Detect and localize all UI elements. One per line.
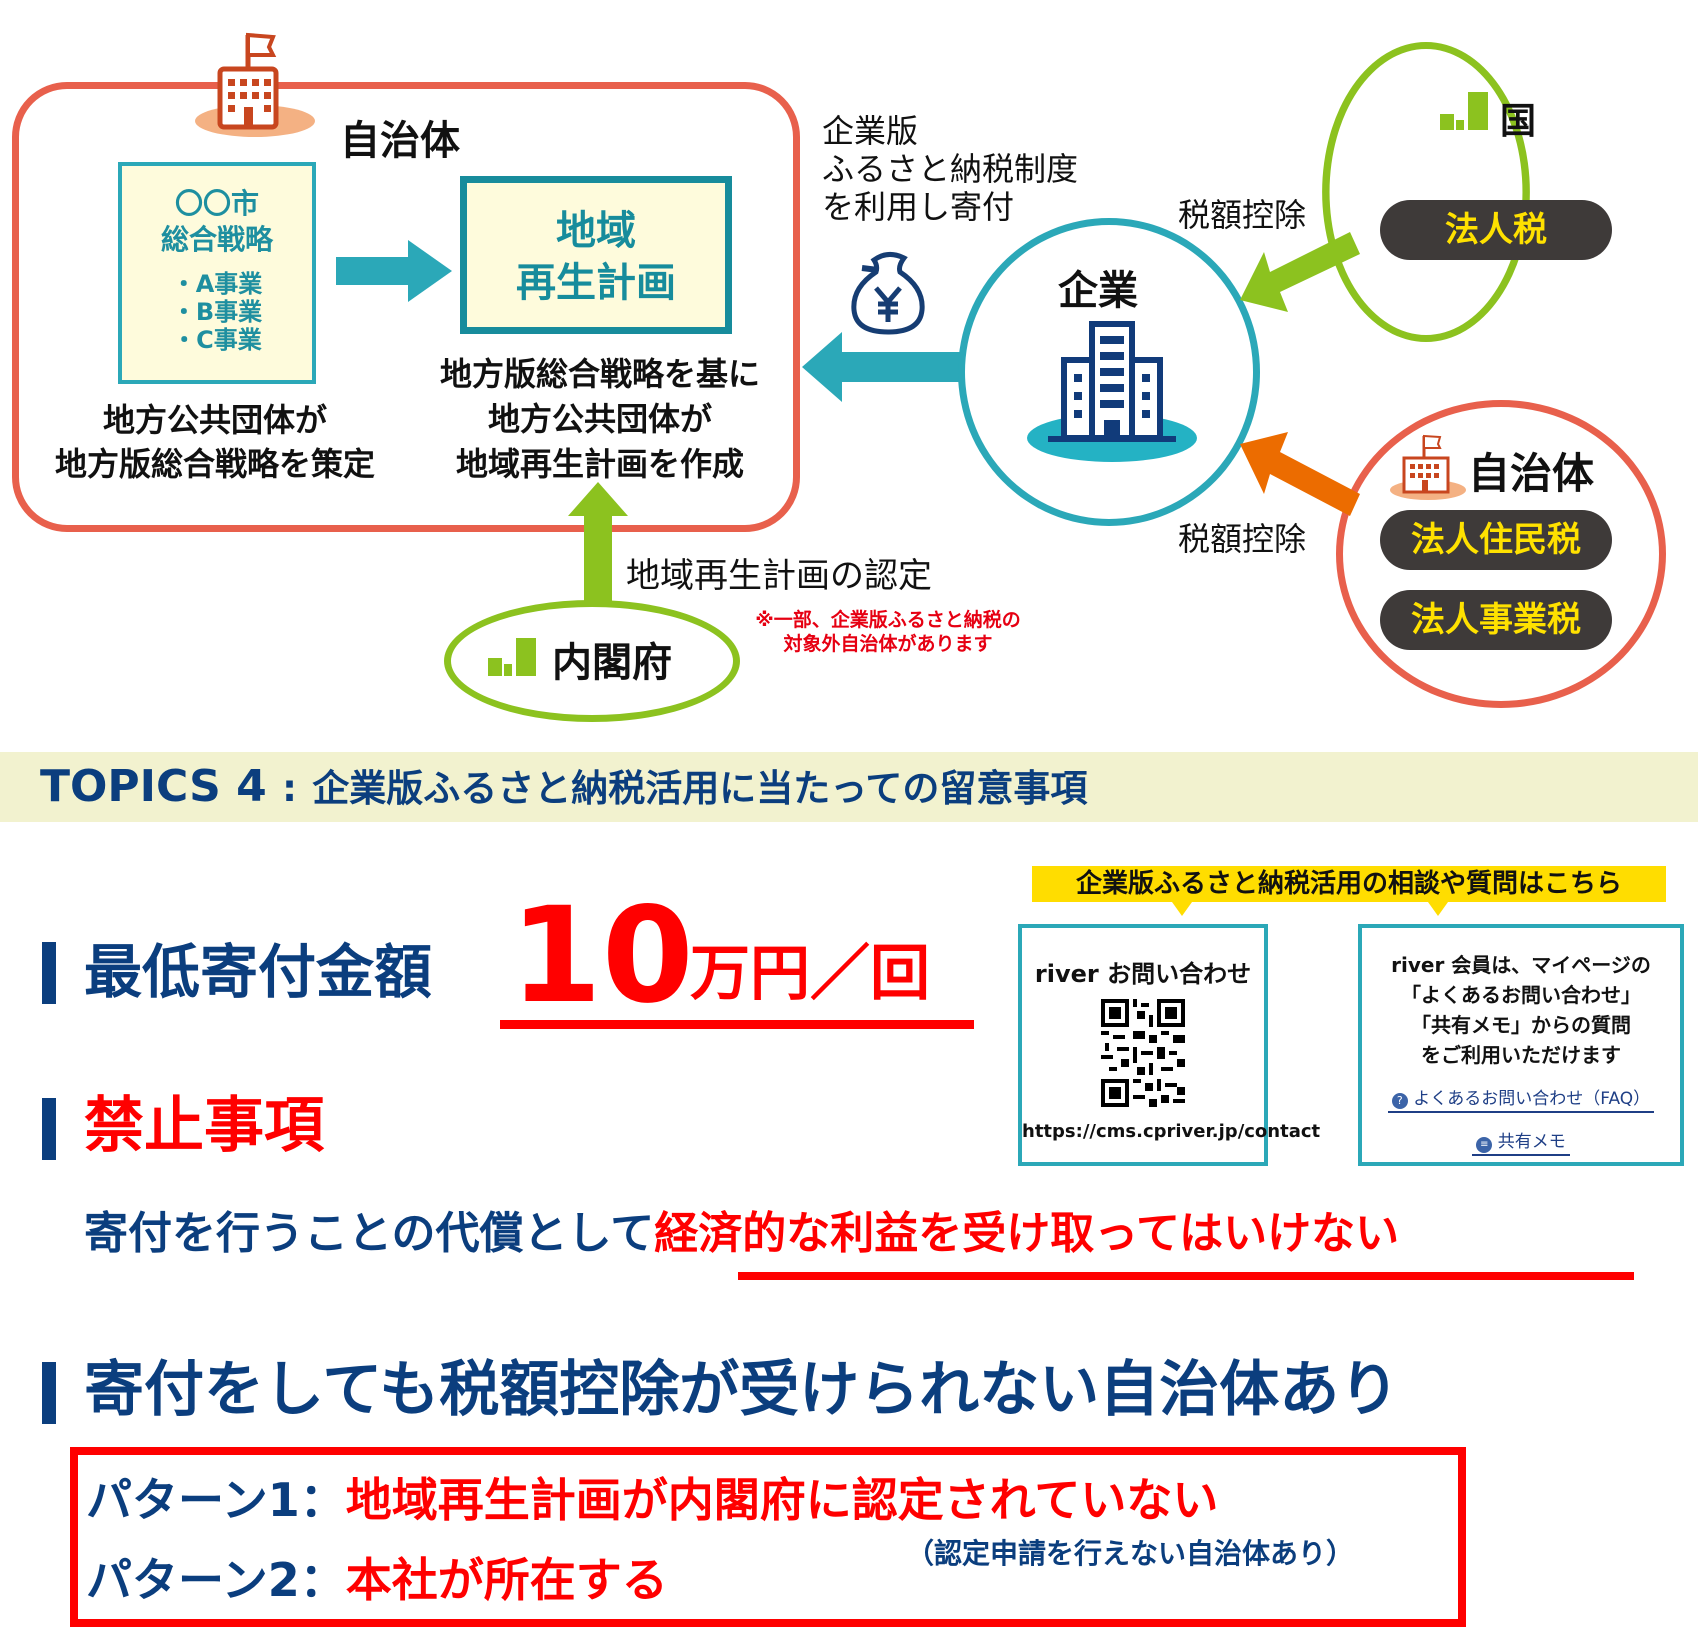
company-label: 企業 [1058, 268, 1138, 314]
strategy-item: ・C事業 [172, 326, 262, 354]
plan-caption-line: 地方版総合戦略を基に [439, 355, 760, 393]
corporate-enterprise-tax-pill: 法人事業税 [1380, 590, 1612, 650]
cabinet-office-node [444, 600, 740, 722]
contact-card-title: river お問い合わせ [1034, 960, 1252, 988]
memo-icon: ≡ [1476, 1137, 1493, 1153]
pattern-2-label: パターン2： [86, 1553, 346, 1607]
city-hall-small-icon [1390, 434, 1466, 500]
donation-label: 企業版 ふるさと納税制度 を利用し寄付 [822, 112, 1078, 226]
local-government-tax-node [1336, 400, 1666, 708]
government-building-icon [488, 638, 536, 676]
national-label: 国 [1500, 101, 1537, 142]
min-donation-amount: 10 [510, 879, 694, 1033]
shared-memo-link[interactable]: ≡ 共有メモ [1472, 1132, 1570, 1156]
topics-heading: 企業版ふるさと納税活用に当たっての留意事項 [312, 767, 1088, 810]
section-marker [42, 1362, 56, 1424]
city-hall-icon [195, 32, 315, 137]
pattern-note: （認定申請を行えない自治体あり） [906, 1537, 1355, 1570]
faq-link-label: よくあるお問い合わせ（FAQ） [1413, 1089, 1651, 1109]
strategy-caption: 地方公共団体が 地方版総合戦略を策定 [30, 398, 400, 486]
prohibited-underline [738, 1272, 1634, 1280]
prohibited-heading: 禁止事項 [84, 1091, 324, 1161]
no-deduction-heading: 寄付をしても税額控除が受けられない自治体あり [84, 1355, 1400, 1425]
pointer-triangle [1428, 902, 1448, 916]
corporate-resident-tax-pill: 法人住民税 [1380, 510, 1612, 570]
plan-line1: 地域 [556, 208, 636, 254]
local-government-tax-label: 自治体 [1468, 449, 1595, 498]
pointer-triangle [1172, 902, 1192, 916]
plan-caption-line: 地方公共団体が [487, 400, 712, 438]
section-marker [42, 1098, 56, 1160]
exclusion-note-line: ※一部、企業版ふるさと納税の [755, 609, 1021, 631]
topics-separator: : [282, 767, 297, 810]
member-info-line: river 会員は、マイページの [1391, 953, 1651, 977]
pattern-1-label: パターン1： [86, 1473, 346, 1527]
national-deduction-label: 税額控除 [1178, 196, 1307, 234]
member-info-line: 「共有メモ」からの質問 [1411, 1013, 1631, 1037]
strategy-item: ・B事業 [171, 298, 263, 326]
arrow-right-icon [336, 240, 452, 302]
member-info-line: をご利用いただけます [1421, 1043, 1621, 1067]
contact-banner: 企業版ふるさと納税活用の相談や質問はこちら [1032, 866, 1666, 902]
certification-label: 地域再生計画の認定 [626, 556, 932, 596]
section-marker [42, 942, 56, 1004]
regional-revitalization-plan-card: 地域 再生計画 [460, 176, 732, 334]
plan-line2: 再生計画 [516, 260, 676, 306]
local-deduction-arrow-icon [1240, 432, 1360, 516]
government-building-icon [1440, 92, 1488, 130]
money-bag-yen-icon [851, 252, 925, 335]
office-building-icon [1027, 321, 1197, 462]
strategy-city: 〇〇市 [174, 187, 259, 220]
local-government-group [12, 82, 800, 532]
certification-arrow-up-icon [568, 482, 628, 602]
exclusion-note-line: 対象外自治体があります [783, 633, 993, 655]
strategy-title: 総合戦略 [160, 223, 273, 256]
exclusion-note: ※一部、企業版ふるさと納税の 対象外自治体があります [738, 608, 1038, 656]
city-strategy-card: 〇〇市 総合戦略 ・A事業 ・B事業 ・C事業 [118, 162, 316, 384]
min-donation-label: 最低寄付金額 [84, 938, 433, 1006]
donation-label-line: 企業版 [822, 112, 919, 150]
strategy-caption-line: 地方版総合戦略を策定 [54, 445, 375, 483]
help-circle-icon: ? [1391, 1093, 1408, 1109]
topics-number: TOPICS 4 [40, 761, 267, 812]
pattern-2: パターン2：本社が所在する [86, 1548, 668, 1612]
shared-memo-label: 共有メモ [1497, 1132, 1566, 1152]
pattern-2-text: 本社が所在する [345, 1553, 668, 1607]
topics-header-bar [0, 752, 1698, 822]
corporate-tax-pill: 法人税 [1380, 200, 1612, 260]
min-donation-unit: 万円／回 [690, 939, 930, 1009]
prohibited-text-prefix: 寄付を行うことの代償として [84, 1208, 655, 1259]
national-government-node [1322, 42, 1530, 342]
plan-caption-line: 地域再生計画を作成 [455, 445, 744, 483]
pattern-1-text: 地域再生計画が内閣府に認定されていない [345, 1473, 1219, 1527]
prohibited-text-emphasis: 経済的な利益を受け取ってはいけない [654, 1208, 1400, 1259]
donation-arrow-left-icon [802, 332, 962, 402]
donation-label-line: を利用し寄付 [822, 188, 1015, 226]
national-deduction-arrow-icon [1240, 232, 1360, 312]
topics-title: TOPICS 4 : 企業版ふるさと納税活用に当たっての留意事項 [40, 755, 1087, 821]
prohibited-text: 寄付を行うことの代償として経済的な利益を受け取ってはいけない [84, 1204, 1399, 1264]
pattern-box [70, 1447, 1466, 1627]
strategy-item: ・A事業 [171, 270, 263, 298]
strategy-caption-line: 地方公共団体が [102, 401, 327, 439]
member-info-card: river 会員は、マイページの 「よくあるお問い合わせ」 「共有メモ」からの質… [1358, 924, 1684, 1166]
local-deduction-label: 税額控除 [1178, 520, 1307, 558]
member-info-line: 「よくあるお問い合わせ」 [1401, 983, 1641, 1007]
plan-caption: 地方版総合戦略を基に 地方公共団体が 地域再生計画を作成 [400, 352, 800, 487]
contact-url[interactable]: https://cms.cpriver.jp/contact [1022, 1121, 1321, 1142]
amount-underline [500, 1020, 974, 1029]
donation-label-line: ふるさと納税制度 [822, 150, 1079, 188]
cabinet-office-label: 内閣府 [552, 640, 672, 686]
pattern-1: パターン1：地域再生計画が内閣府に認定されていない [86, 1468, 1218, 1532]
company-node [958, 218, 1260, 526]
faq-link[interactable]: ? よくあるお問い合わせ（FAQ） [1387, 1089, 1655, 1113]
contact-card: river お問い合わせ https://cms.cpriver.jp/cont… [1018, 924, 1321, 1166]
qr-code-icon[interactable] [1101, 999, 1185, 1107]
local-government-title: 自治体 [340, 118, 460, 164]
